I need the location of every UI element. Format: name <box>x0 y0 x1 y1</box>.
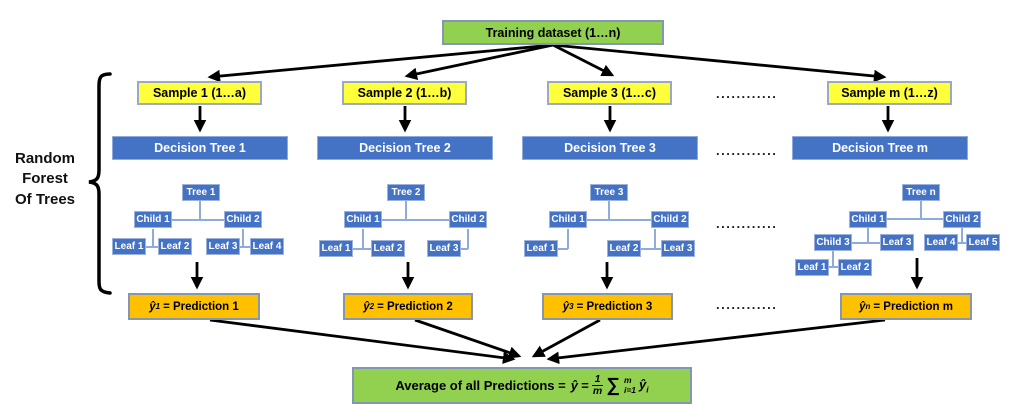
sigma-lower-limit: i=1 <box>623 384 637 395</box>
prediction-text: = Prediction m <box>873 300 953 313</box>
yhat-subscript: n <box>865 302 871 311</box>
tree-3-child-1: Child 1 <box>549 211 587 228</box>
tree-1-child-2: Child 2 <box>224 211 262 228</box>
sample-m-box: Sample m (1…z) <box>827 81 952 105</box>
random-forest-label: Random Forest Of Trees <box>2 149 88 210</box>
tree-n-child-3: Child 3 <box>814 234 852 251</box>
average-predictions-box: Average of all Predictions = ŷ = 1 m ∑ m… <box>352 367 692 404</box>
tree-n-child-1: Child 1 <box>849 211 887 228</box>
grouping-brace <box>88 72 112 295</box>
yhat-symbol: ŷ <box>363 300 370 313</box>
ellipsis-samples: ............ <box>716 86 778 101</box>
tree-1-leaf-2: Leaf 2 <box>158 238 192 255</box>
yhat-i-term: ŷi <box>639 377 649 395</box>
tree-2-leaf-3: Leaf 3 <box>427 240 461 257</box>
sample-2-box: Sample 2 (1…b) <box>342 81 467 105</box>
yhat-subscript: 2 <box>369 302 375 311</box>
tree-n-leaf-2: Leaf 2 <box>838 259 872 276</box>
yhat-symbol: ŷ <box>149 300 156 313</box>
sample-3-box: Sample 3 (1…c) <box>547 81 672 105</box>
tree-n-leaf-3: Leaf 3 <box>880 234 914 251</box>
sigma-symbol: ∑ <box>606 375 620 396</box>
tree-3-leaf-3: Leaf 3 <box>661 240 695 257</box>
label-line-2: Forest <box>22 170 68 188</box>
arrows-predictions-to-average <box>209 318 886 365</box>
ellipsis-mini-trees: ............ <box>716 216 778 231</box>
tree-n-leaf-1: Leaf 1 <box>795 259 829 276</box>
sigma-upper-limit: m <box>623 375 632 386</box>
training-dataset-box: Training dataset (1…n) <box>442 20 664 45</box>
prediction-text: = Prediction 2 <box>377 300 453 313</box>
tree-1-child-1: Child 1 <box>134 211 172 228</box>
tree-1-leaf-3: Leaf 3 <box>206 238 240 255</box>
tree-3-leaf-2: Leaf 2 <box>607 240 641 257</box>
yhat-subscript: 1 <box>155 302 161 311</box>
tree-2-leaf-2: Leaf 2 <box>371 240 405 257</box>
tree-1-leaf-4: Leaf 4 <box>250 238 284 255</box>
fraction-denominator: m <box>592 385 603 397</box>
decision-tree-3-box: Decision Tree 3 <box>522 136 698 160</box>
fraction-1-over-m: 1 m <box>591 373 604 397</box>
tree-2-leaf-1: Leaf 1 <box>319 240 353 257</box>
prediction-text: = Prediction 3 <box>576 300 653 313</box>
tree-1-root: Tree 1 <box>182 184 220 201</box>
tree-n-child-2: Child 2 <box>943 211 981 228</box>
tree-3-leaf-1: Leaf 1 <box>524 240 558 257</box>
prediction-text: = Prediction 1 <box>163 300 239 313</box>
yhat-subscript: 3 <box>569 302 574 311</box>
tree-2-child-2: Child 2 <box>449 211 487 228</box>
yhat-symbol: ŷ <box>570 378 578 393</box>
tree-n-leaf-5: Leaf 5 <box>966 234 1000 251</box>
average-prefix: Average of all Predictions = <box>395 378 566 393</box>
tree-1-leaf-1: Leaf 1 <box>112 238 146 255</box>
tree-3-child-2: Child 2 <box>651 211 689 228</box>
yhat-symbol: ŷ <box>639 376 647 392</box>
tree-3-root: Tree 3 <box>590 184 628 201</box>
yhat-symbol: ŷ <box>859 300 866 313</box>
sample-1-box: Sample 1 (1…a) <box>137 81 262 105</box>
arrows-samples-to-trees <box>193 106 895 133</box>
sigma-limits: m i=1 <box>623 375 637 395</box>
decision-tree-1-box: Decision Tree 1 <box>112 136 288 160</box>
label-line-1: Random <box>15 150 75 167</box>
tree-n-leaf-4: Leaf 4 <box>924 234 958 251</box>
decision-tree-2-box: Decision Tree 2 <box>317 136 493 160</box>
decision-tree-m-box: Decision Tree m <box>792 136 968 160</box>
label-line-3: Of Trees <box>14 190 76 208</box>
average-formula: ŷ = 1 m ∑ m i=1 ŷi <box>570 373 649 397</box>
equals-sign: = <box>580 378 589 393</box>
yhat-symbol: ŷ <box>562 300 570 313</box>
arrows-training-to-samples <box>207 43 887 83</box>
ellipsis-decision-trees: ............ <box>716 143 778 158</box>
ellipsis-predictions: ............ <box>716 297 778 312</box>
tree-2-root: Tree 2 <box>387 184 425 201</box>
tree-n-root: Tree n <box>902 184 940 201</box>
yhat-i-subscript: i <box>646 384 649 395</box>
tree-2-child-1: Child 1 <box>344 211 382 228</box>
fraction-numerator: 1 <box>591 373 604 386</box>
arrows-trees-to-predictions <box>190 258 924 290</box>
